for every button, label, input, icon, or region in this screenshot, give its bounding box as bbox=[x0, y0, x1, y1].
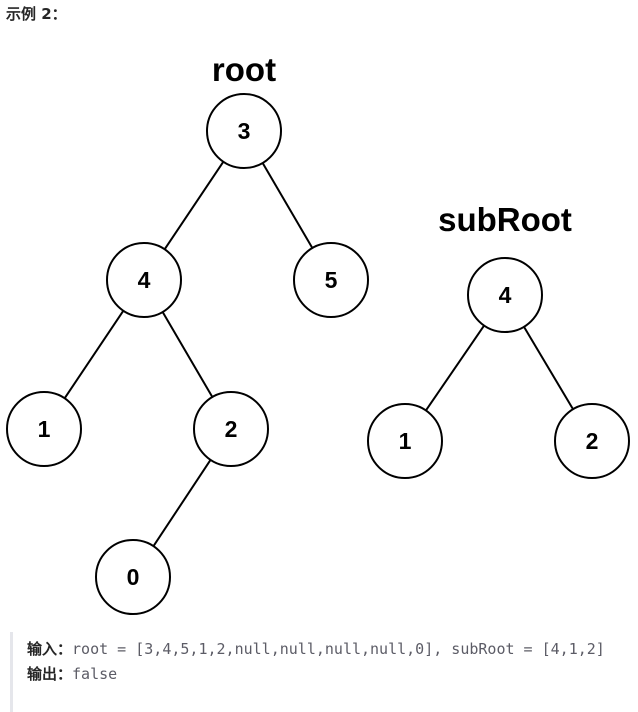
root-tree-node: 3 bbox=[206, 93, 282, 169]
node-value: 0 bbox=[127, 564, 140, 590]
root-edge-r2-r0 bbox=[152, 459, 212, 547]
node-value: 4 bbox=[499, 282, 512, 308]
node-value: 3 bbox=[238, 118, 251, 144]
output-line: 输出：false bbox=[27, 662, 628, 687]
node-circle bbox=[367, 403, 443, 479]
subroot-tree-node: 4 bbox=[467, 257, 543, 333]
input-line: 输入：root = [3,4,5,1,2,null,null,null,null… bbox=[27, 637, 628, 662]
root-edge-r3-r4 bbox=[163, 161, 225, 250]
node-value: 2 bbox=[225, 416, 238, 442]
node-circle bbox=[95, 539, 171, 615]
node-circle bbox=[106, 242, 182, 318]
subroot-tree-label: subRoot bbox=[438, 201, 572, 238]
root-tree-node: 4 bbox=[106, 242, 182, 318]
subroot-tree-node: 2 bbox=[554, 403, 630, 479]
root-tree-node: 2 bbox=[193, 391, 269, 467]
tree-diagram: root subRoot 3 4 5 1 2 0 4 1 2 bbox=[6, 51, 630, 615]
subroot-tree-node: 1 bbox=[367, 403, 443, 479]
subroot-edge-s4-s2 bbox=[523, 326, 574, 410]
input-value: root = [3,4,5,1,2,null,null,null,null,0]… bbox=[72, 640, 605, 658]
node-circle bbox=[467, 257, 543, 333]
root-tree-label: root bbox=[212, 51, 276, 88]
root-tree-node: 1 bbox=[6, 391, 82, 467]
root-tree-node: 0 bbox=[95, 539, 171, 615]
edges-layer bbox=[63, 161, 574, 547]
output-value: false bbox=[72, 664, 118, 683]
input-label: 输入： bbox=[27, 640, 73, 658]
root-edge-r4-r1 bbox=[63, 310, 125, 399]
node-circle bbox=[206, 93, 282, 169]
subroot-edge-s4-s1 bbox=[425, 324, 485, 412]
example-title: 示例 2： bbox=[6, 5, 67, 23]
node-circle bbox=[193, 391, 269, 467]
root-edge-r4-r2 bbox=[161, 311, 214, 398]
root-tree-node: 5 bbox=[293, 242, 369, 318]
example-io-block: 输入：root = [3,4,5,1,2,null,null,null,null… bbox=[10, 632, 628, 712]
root-edge-r3-r5 bbox=[261, 162, 314, 249]
node-circle bbox=[293, 242, 369, 318]
output-label: 输出： bbox=[27, 664, 73, 683]
node-value: 1 bbox=[38, 416, 51, 442]
node-value: 4 bbox=[138, 267, 151, 293]
node-circle bbox=[6, 391, 82, 467]
node-circle bbox=[554, 403, 630, 479]
node-value: 5 bbox=[325, 267, 338, 293]
nodes-layer: 3 4 5 1 2 0 4 1 2 bbox=[6, 93, 630, 615]
node-value: 1 bbox=[399, 428, 412, 454]
node-value: 2 bbox=[586, 428, 599, 454]
